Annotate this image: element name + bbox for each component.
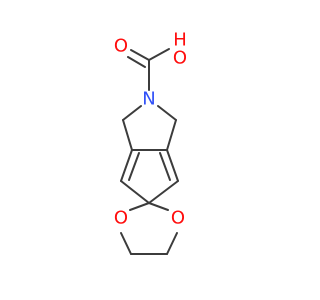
atom-oh-oxygen: O	[173, 48, 187, 69]
bond-o-ch2-right	[166, 232, 178, 255]
bond-c-o-double-1	[130, 49, 150, 61]
atom-ketal-oxygen-left: O	[114, 208, 128, 229]
atom-ketal-oxygen-right: O	[171, 208, 185, 229]
bond-right-spiro	[148, 180, 179, 204]
atom-oh-hydrogen: H	[173, 30, 187, 51]
bond-n-ch2-right	[157, 105, 177, 121]
atom-labels: H O O N O O	[114, 30, 187, 229]
bond-spiro-o-left	[129, 202, 150, 211]
bond-spiro-o-right	[148, 202, 169, 211]
bond-left-alkene-1	[120, 149, 133, 182]
bond-o-ch2-left	[120, 232, 132, 255]
bond-ch2-left-ring	[122, 119, 133, 151]
bond-left-spiro	[120, 180, 150, 204]
bond-right-alkene-2	[159, 152, 171, 181]
bond-c-o-double-2	[127, 56, 146, 68]
molecule-structure: H O O N O O	[114, 30, 187, 255]
bond-ch2-right-ring	[166, 119, 177, 151]
atom-nitrogen: N	[142, 89, 155, 110]
bond-c-oh	[148, 48, 170, 61]
bond-right-alkene-1	[166, 149, 179, 182]
atom-carbonyl-oxygen: O	[114, 36, 128, 57]
bonds	[120, 48, 179, 255]
bond-left-alkene-2	[128, 152, 140, 181]
bond-n-ch2-left	[122, 105, 142, 121]
molecule-diagram: H O O N O O	[113, 29, 188, 255]
